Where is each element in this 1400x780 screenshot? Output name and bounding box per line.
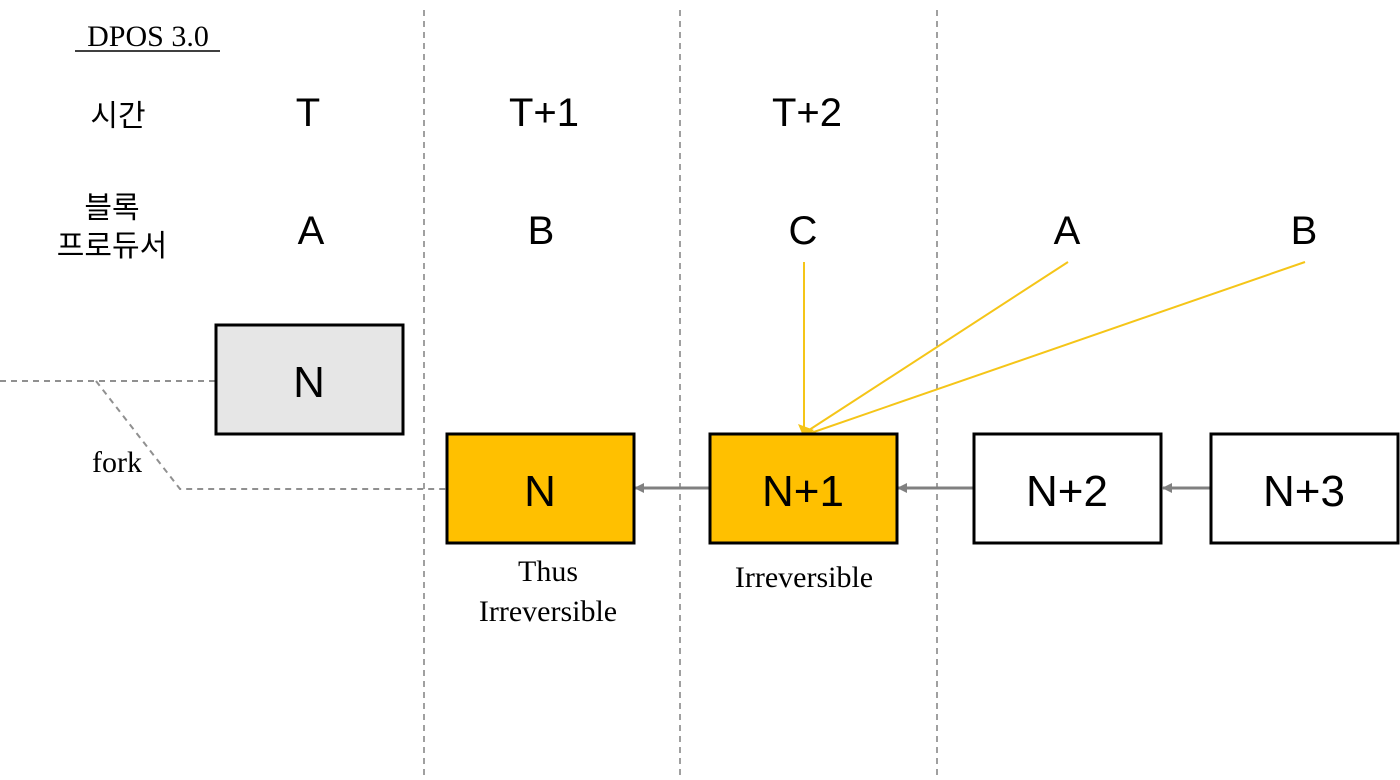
chain-block-n-plus-2-label: N+2	[1026, 467, 1108, 516]
producer-b-first: B	[528, 209, 555, 253]
caption-thus-irreversible: Irreversible	[479, 595, 617, 628]
chain-block-n-plus-3-label: N+3	[1263, 467, 1345, 516]
chain-block-n-plus-1-label: N+1	[762, 467, 844, 516]
producer-b-second: B	[1291, 209, 1318, 253]
confirmation-line-b	[807, 261, 1306, 435]
producer-a-first: A	[298, 209, 325, 253]
forked-block-n: N	[214, 323, 405, 436]
forked-block-label: N	[293, 358, 325, 407]
time-row-label: 시간	[90, 99, 145, 134]
producer-row-label-line1: 블록	[84, 191, 139, 226]
chain-block-n-plus-3: N+3	[1209, 432, 1400, 545]
fork-label: fork	[92, 446, 142, 479]
chain-block-n-plus-2: N+2	[972, 432, 1163, 545]
caption-thus: Thus	[518, 555, 578, 588]
producer-row-label-line2: 프로듀서	[57, 229, 167, 264]
confirmation-arrowhead	[798, 424, 814, 438]
producer-a-second: A	[1054, 209, 1081, 253]
confirmation-line-a	[805, 261, 1069, 433]
caption-irreversible: Irreversible	[735, 561, 873, 594]
time-slot-t: T	[296, 91, 320, 135]
time-slot-t-plus-2: T+2	[772, 91, 842, 135]
diagram-title: DPOS 3.0	[87, 20, 209, 53]
time-slot-t-plus-1: T+1	[509, 91, 579, 135]
chain-block-n: N	[445, 432, 636, 545]
fork-path	[0, 380, 446, 490]
chain-block-n-label: N	[524, 467, 556, 516]
producer-c: C	[789, 209, 818, 253]
chain-block-n-plus-1: N+1	[708, 432, 899, 545]
